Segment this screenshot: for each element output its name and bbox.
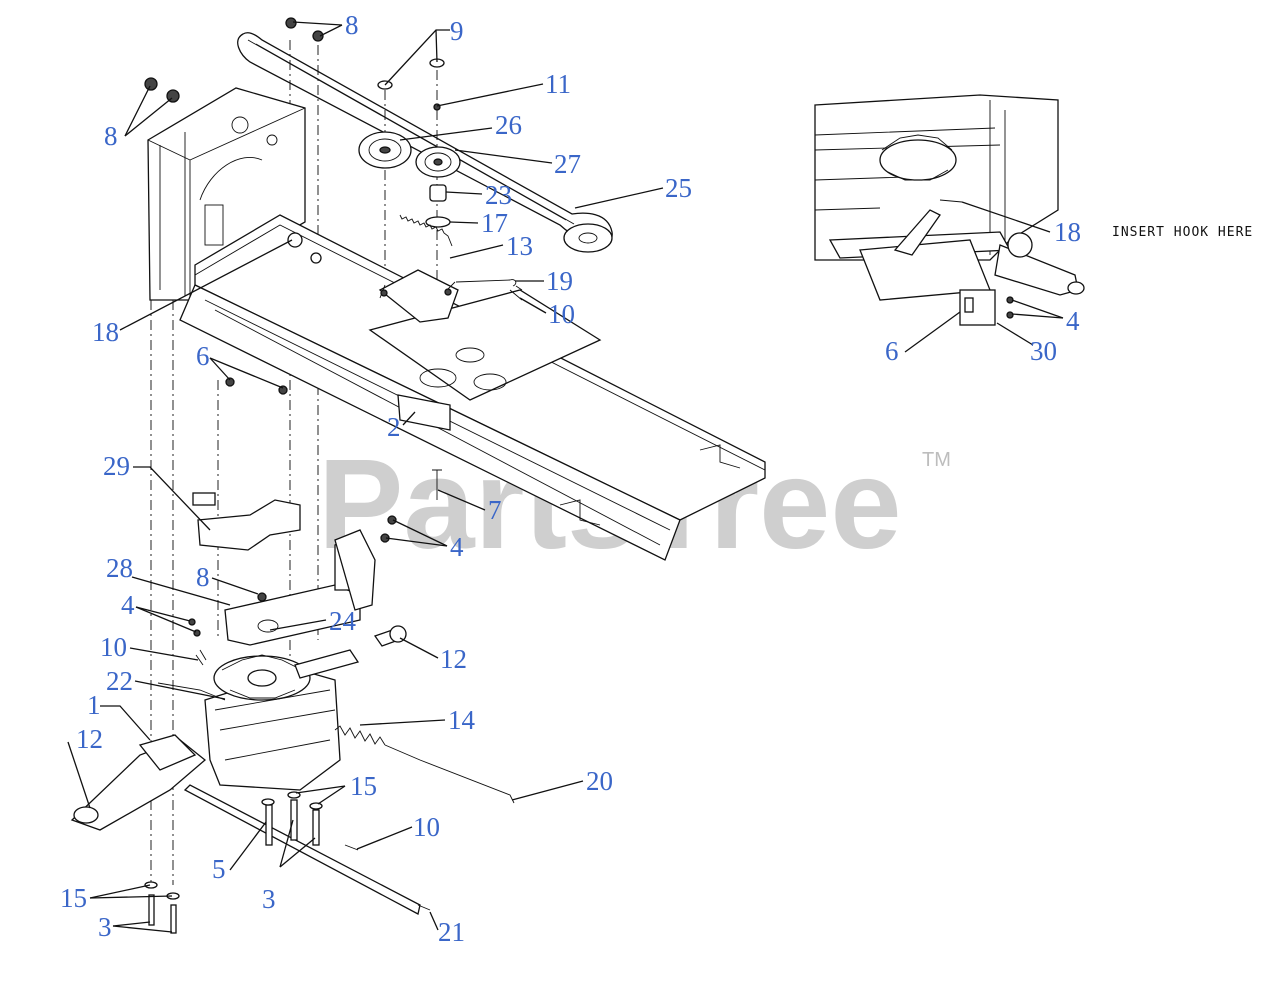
- callout-15: 15: [60, 883, 87, 913]
- watermark-trademark: TM: [922, 449, 951, 471]
- mid-brackets: [188, 492, 407, 666]
- callout-13: 13: [506, 231, 533, 261]
- callout-9: 9: [450, 16, 464, 46]
- callout-6: 6: [196, 341, 210, 371]
- callout-24: 24: [329, 606, 357, 636]
- callout-29: 29: [103, 451, 130, 481]
- callout-6: 6: [885, 336, 899, 366]
- drive-belt-assembly: [237, 32, 613, 323]
- callout-1: 1: [87, 690, 101, 720]
- callout-15: 15: [350, 771, 377, 801]
- callout-28: 28: [106, 553, 133, 583]
- callout-18: 18: [1054, 217, 1081, 247]
- callout-12: 12: [440, 644, 467, 674]
- callout-30: 30: [1030, 336, 1057, 366]
- callout-5: 5: [212, 854, 226, 884]
- callout-4: 4: [1066, 306, 1080, 336]
- callout-26: 26: [495, 110, 522, 140]
- callout-18: 18: [92, 317, 119, 347]
- callout-7: 7: [488, 495, 502, 525]
- inset-view: [814, 94, 1085, 326]
- leader-lines: [67, 21, 1064, 933]
- callout-4: 4: [121, 590, 135, 620]
- callout-8: 8: [104, 121, 118, 151]
- inset-note: INSERT HOOK HERE: [1112, 225, 1253, 240]
- callout-10: 10: [100, 632, 127, 662]
- callout-labels: 8 9 11 8 26 27 23 25 17 13 19 10 18 6 2 …: [60, 10, 1253, 947]
- callout-3: 3: [262, 884, 276, 914]
- callout-22: 22: [106, 666, 133, 696]
- callout-19: 19: [546, 266, 573, 296]
- callout-3: 3: [98, 912, 112, 942]
- callout-20: 20: [586, 766, 613, 796]
- callout-21: 21: [438, 917, 465, 947]
- callout-2: 2: [387, 412, 401, 442]
- callout-4: 4: [450, 532, 464, 562]
- callout-11: 11: [545, 69, 571, 99]
- callout-27: 27: [554, 149, 581, 179]
- callout-8: 8: [345, 10, 359, 40]
- callout-8: 8: [196, 562, 210, 592]
- callout-12: 12: [76, 724, 103, 754]
- callout-10: 10: [548, 299, 575, 329]
- callout-17: 17: [481, 208, 508, 238]
- callout-25: 25: [665, 173, 692, 203]
- callout-14: 14: [448, 705, 476, 735]
- upper-fasteners: [144, 17, 445, 543]
- frame-assembly: [147, 87, 766, 561]
- callout-10: 10: [413, 812, 440, 842]
- callout-23: 23: [485, 180, 512, 210]
- transmission-assembly: [70, 649, 515, 934]
